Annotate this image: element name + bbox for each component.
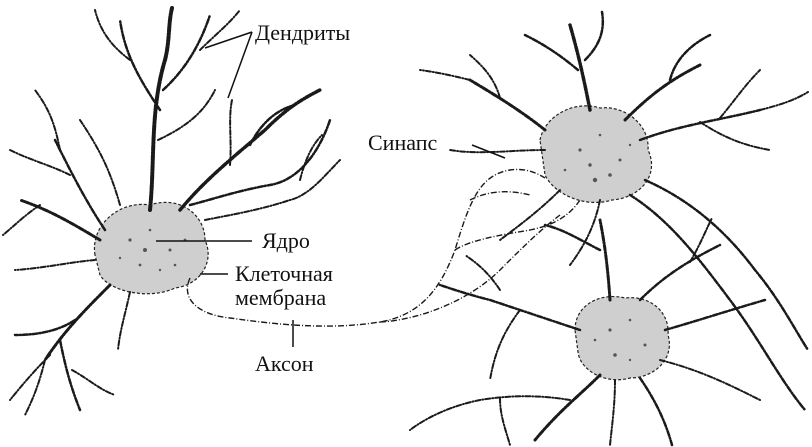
dendrites-label: Дендриты	[255, 20, 350, 45]
membrane-label-line1: Клеточная	[235, 261, 333, 286]
lower-right-neuron	[410, 218, 765, 445]
left-soma	[94, 202, 208, 293]
membrane-label-line2: мембрана	[235, 285, 326, 310]
lower-right-soma	[575, 297, 669, 380]
dendrites-leader	[205, 32, 252, 98]
axon-label: Аксон	[255, 351, 314, 376]
upper-right-soma	[540, 106, 652, 203]
synapse-label: Синапс	[368, 130, 437, 155]
leader-lines	[156, 32, 505, 347]
nucleus-label: Ядро	[262, 228, 310, 253]
